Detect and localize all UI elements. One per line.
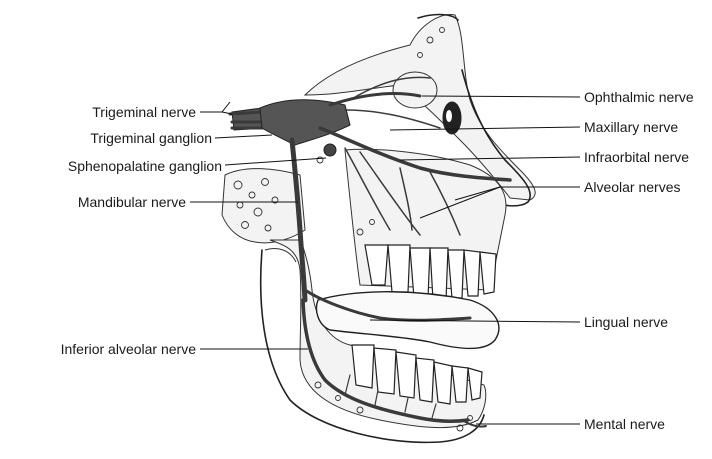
temporal-bone [222, 169, 305, 243]
skull-illustration [222, 15, 535, 443]
label-inferior-alveolar-nerve: Inferior alveolar nerve [61, 341, 197, 357]
leader-trigeminal-ganglion [215, 135, 272, 138]
trigeminal-ganglion [260, 100, 350, 145]
leader-trigeminal-nerve [200, 102, 230, 112]
label-infraorbital-nerve: Infraorbital nerve [584, 149, 689, 165]
label-ophthalmic-nerve: Ophthalmic nerve [584, 89, 694, 105]
label-lingual-nerve: Lingual nerve [584, 314, 668, 330]
label-trigeminal-nerve: Trigeminal nerve [92, 104, 196, 120]
leader-sphenopalatine-ganglion [225, 158, 326, 165]
sphenopalatine-ganglion [324, 144, 336, 156]
label-maxillary-nerve: Maxillary nerve [584, 119, 678, 135]
label-mental-nerve: Mental nerve [584, 416, 665, 432]
label-trigeminal-ganglion: Trigeminal ganglion [90, 130, 212, 146]
label-mandibular-nerve: Mandibular nerve [78, 194, 186, 210]
label-alveolar-nerves: Alveolar nerves [584, 179, 681, 195]
label-sphenopalatine-ganglion: Sphenopalatine ganglion [68, 158, 222, 174]
